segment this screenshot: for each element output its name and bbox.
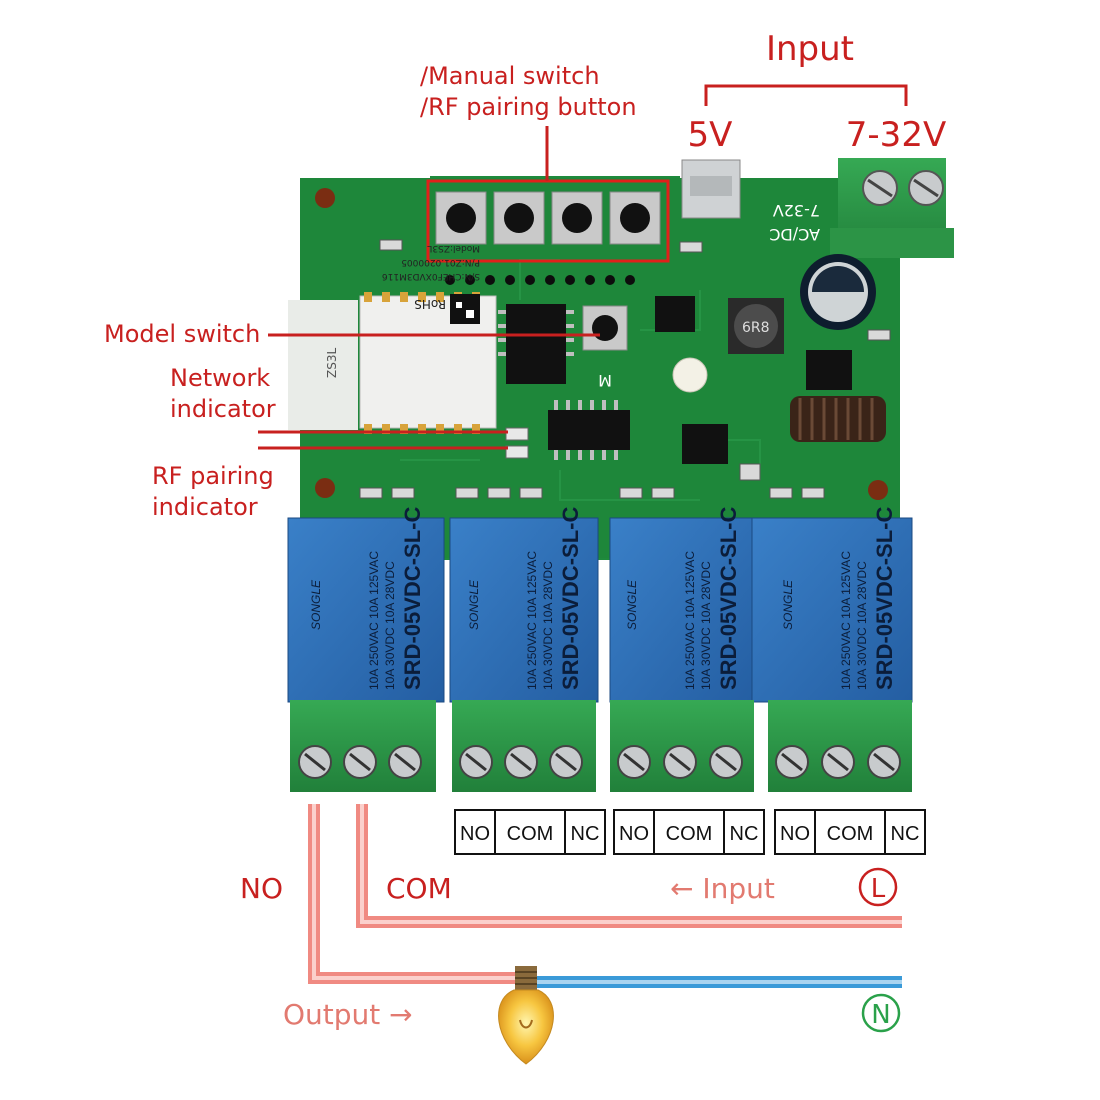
terminal-label-no-1: NO bbox=[460, 823, 490, 845]
relay-1-brand: SONGLE bbox=[309, 579, 323, 630]
tact-button-2[interactable] bbox=[493, 191, 545, 245]
relay-2-model: SRD-05VDC-SL-C bbox=[558, 507, 583, 690]
relay-terminals-2 bbox=[452, 700, 596, 792]
terminal-label-nc-2: NC bbox=[730, 823, 759, 845]
inductor: 6R8 bbox=[728, 298, 784, 354]
status-led bbox=[672, 357, 708, 393]
live-symbol-text: L bbox=[871, 874, 886, 904]
relay-3-brand: SONGLE bbox=[625, 579, 639, 630]
relay-3-rating-dc: 10A 30VDC 10A 28VDC bbox=[699, 561, 713, 690]
neutral-symbol-icon: N bbox=[861, 993, 901, 1033]
pin-holes bbox=[445, 275, 635, 285]
antenna-strip bbox=[288, 300, 358, 430]
inductor-marking: 6R8 bbox=[742, 320, 770, 336]
relay-4: SRD-05VDC-SL-C 10A 30VDC 10A 28VDC 10A 2… bbox=[751, 507, 913, 703]
terminal-label-no-2: NO bbox=[619, 823, 649, 845]
relay-2-brand: SONGLE bbox=[467, 579, 481, 630]
relay-2-rating-dc: 10A 30VDC 10A 28VDC bbox=[541, 561, 555, 690]
terminal-label-com-1: COM bbox=[507, 823, 554, 845]
relay-1-model: SRD-05VDC-SL-C bbox=[400, 507, 425, 690]
live-symbol-icon: L bbox=[858, 867, 898, 907]
wire-label-com: COM bbox=[386, 872, 452, 905]
ic-chips bbox=[506, 296, 852, 464]
wireless-module: RoHS S/N:CHEF0XVD3M116 P/N:Z01.0200005 M… bbox=[325, 243, 497, 434]
rf-coil bbox=[790, 396, 886, 442]
micro-usb-port[interactable] bbox=[681, 159, 741, 219]
module-side-label: ZS3L bbox=[325, 348, 339, 378]
terminal-labels-1: NO COM NC bbox=[454, 809, 606, 855]
relay-4-rating-dc: 10A 30VDC 10A 28VDC bbox=[855, 561, 869, 690]
electrolytic-capacitor bbox=[800, 254, 876, 330]
wire-label-input: ← Input bbox=[670, 872, 775, 905]
relay-3-rating-ac: 10A 250VAC 10A 125VAC bbox=[683, 551, 697, 690]
terminal-label-no-3: NO bbox=[780, 823, 810, 845]
power-silkscreen: 7-32V AC/DC bbox=[769, 201, 820, 244]
label-rf-pairing-button: /RF pairing button bbox=[420, 93, 637, 121]
input-title: Input bbox=[766, 29, 854, 69]
silkscreen-m: M bbox=[598, 371, 612, 390]
relay-2: SRD-05VDC-SL-C 10A 30VDC 10A 28VDC 10A 2… bbox=[449, 507, 599, 703]
mode-button[interactable] bbox=[582, 305, 628, 351]
terminal-labels-3: NO COM NC bbox=[774, 809, 926, 855]
input-bracket bbox=[704, 84, 908, 106]
module-part-number: P/N:Z01.0200005 bbox=[401, 257, 480, 267]
relay-terminals-3 bbox=[610, 700, 754, 792]
label-model-switch: Model switch bbox=[104, 320, 260, 348]
wire-label-output: Output → bbox=[283, 998, 413, 1031]
neutral-symbol-text: N bbox=[871, 1000, 890, 1030]
button-row bbox=[435, 191, 661, 245]
tact-button-1[interactable] bbox=[435, 191, 487, 245]
relay-4-rating-ac: 10A 250VAC 10A 125VAC bbox=[839, 551, 853, 690]
relay-1-rating-ac: 10A 250VAC 10A 125VAC bbox=[367, 551, 381, 690]
label-rf-pairing-indicator-1: RF pairing bbox=[152, 462, 274, 490]
terminal-label-nc-1: NC bbox=[571, 823, 600, 845]
light-bulb-icon bbox=[498, 966, 554, 1065]
label-5v: 5V bbox=[688, 115, 733, 155]
relay-terminals-1 bbox=[290, 700, 436, 792]
smd-parts bbox=[359, 239, 891, 499]
relay-1-rating-dc: 10A 30VDC 10A 28VDC bbox=[383, 561, 397, 690]
label-manual-switch: /Manual switch bbox=[420, 62, 600, 90]
relay-1: SRD-05VDC-SL-C 10A 30VDC 10A 28VDC 10A 2… bbox=[287, 507, 445, 703]
relay-4-brand: SONGLE bbox=[781, 579, 795, 630]
relay-3: SRD-05VDC-SL-C 10A 30VDC 10A 28VDC 10A 2… bbox=[609, 507, 757, 703]
relay-2-rating-ac: 10A 250VAC 10A 125VAC bbox=[525, 551, 539, 690]
rf-pairing-led bbox=[505, 445, 529, 459]
silkscreen-acdc: AC/DC bbox=[769, 225, 820, 244]
label-rf-pairing-indicator-2: indicator bbox=[152, 493, 258, 521]
wire-label-no: NO bbox=[240, 872, 283, 905]
module-serial: S/N:CHEF0XVD3M116 bbox=[382, 271, 480, 281]
label-network-indicator-1: Network bbox=[170, 364, 270, 392]
network-led bbox=[505, 427, 529, 441]
relay-terminals-4 bbox=[768, 700, 912, 792]
label-7-32v: 7-32V bbox=[846, 115, 946, 155]
terminal-label-com-3: COM bbox=[827, 823, 874, 845]
terminal-label-nc-3: NC bbox=[891, 823, 920, 845]
power-terminal-block bbox=[830, 158, 954, 258]
label-network-indicator-2: indicator bbox=[170, 395, 276, 423]
ic-pins bbox=[498, 310, 618, 460]
module-model: Model:ZS3L bbox=[427, 243, 480, 253]
terminal-label-com-2: COM bbox=[666, 823, 713, 845]
tact-button-4[interactable] bbox=[609, 191, 661, 245]
tact-button-3[interactable] bbox=[551, 191, 603, 245]
relay-4-model: SRD-05VDC-SL-C bbox=[872, 507, 897, 690]
module-rohs-mark: RoHS bbox=[414, 297, 446, 311]
terminal-labels-2: NO COM NC bbox=[613, 809, 765, 855]
relay-3-model: SRD-05VDC-SL-C bbox=[716, 507, 741, 690]
silkscreen-voltage: 7-32V bbox=[773, 201, 820, 220]
